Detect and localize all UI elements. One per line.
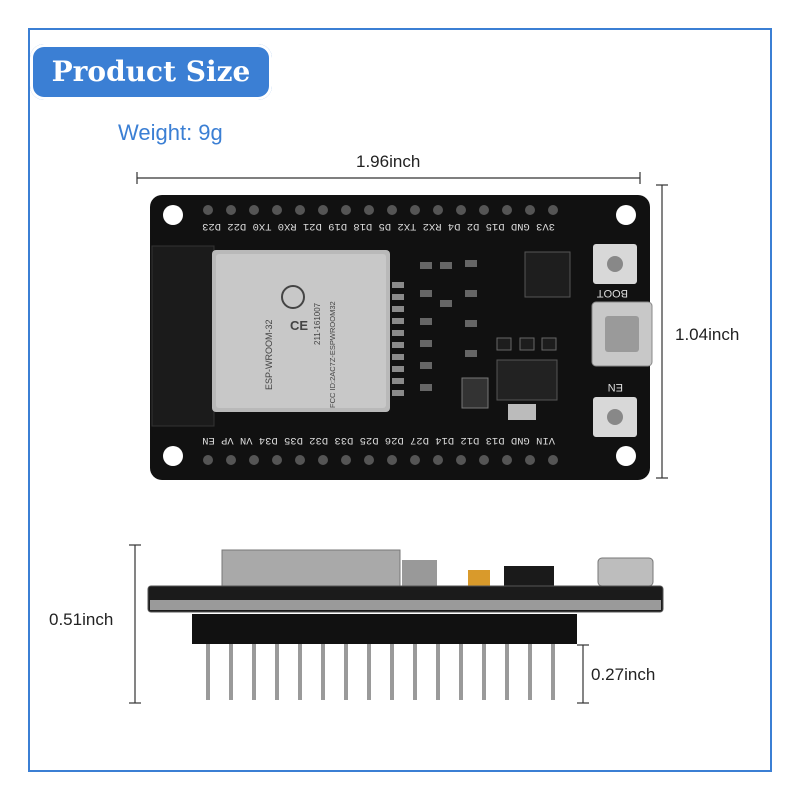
mount-hole bbox=[163, 205, 183, 225]
regulator-tab bbox=[508, 404, 536, 420]
length-dimension-line bbox=[136, 172, 641, 184]
module-label: ESP-WROOM-32 bbox=[264, 319, 274, 390]
ce-mark: CE bbox=[290, 318, 308, 333]
height-dimension-line bbox=[129, 544, 141, 704]
product-size-badge: Product Size bbox=[30, 44, 272, 100]
board-side-view bbox=[147, 549, 664, 700]
en-button bbox=[593, 397, 637, 437]
weight-label: Weight: 9g bbox=[118, 120, 223, 145]
board-top-view: 3V3 GND D15 D2 D4 RX2 TX2 D5 D18 D19 D21… bbox=[150, 195, 653, 480]
wifi-module: ESP-WROOM-32 211-161007 FCC ID:2AC7Z-ESP… bbox=[212, 250, 390, 412]
mount-hole bbox=[163, 446, 183, 466]
crystal bbox=[461, 377, 489, 409]
pins-top-label: 3V3 GND D15 D2 D4 RX2 TX2 D5 D18 D19 D21… bbox=[202, 220, 555, 232]
image-frame bbox=[28, 28, 772, 772]
pin-length-label: 0.27inch bbox=[591, 665, 656, 684]
uart-chip bbox=[524, 251, 571, 298]
pins-bottom-label: VIN GND D13 D12 D14 D27 D26 D25 D33 D32 … bbox=[202, 434, 555, 446]
mount-hole bbox=[616, 205, 636, 225]
product-size-title: Product Size bbox=[51, 55, 251, 88]
side-module-shield bbox=[221, 549, 401, 587]
boot-button bbox=[593, 244, 637, 284]
pin-length-dimension-line bbox=[577, 644, 589, 704]
boot-label: BOOT bbox=[597, 287, 628, 299]
bottom-header-pins bbox=[203, 455, 558, 465]
pin-header-base bbox=[192, 614, 577, 644]
top-header-pins bbox=[203, 205, 558, 215]
module-code: 211-161007 bbox=[313, 302, 322, 345]
length-label: 1.96inch bbox=[356, 152, 421, 171]
micro-usb-port bbox=[591, 301, 653, 367]
module-fcc: FCC ID:2AC7Z-ESPWROOM32 bbox=[328, 301, 337, 408]
height-label: 0.51inch bbox=[49, 610, 114, 629]
mount-hole bbox=[616, 446, 636, 466]
width-label: 1.04inch bbox=[675, 325, 740, 344]
voltage-regulator bbox=[496, 359, 558, 401]
en-label: EN bbox=[608, 381, 623, 393]
width-dimension-line bbox=[656, 184, 668, 479]
side-usb-port bbox=[597, 557, 654, 587]
header-pins-side bbox=[206, 644, 555, 700]
